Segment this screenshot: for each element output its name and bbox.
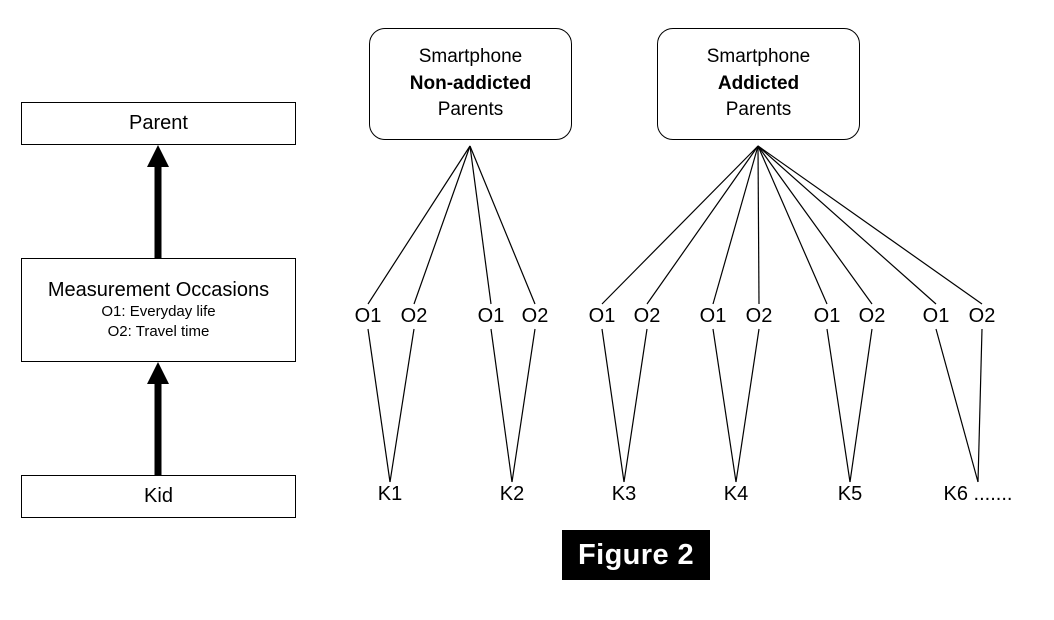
kid-label-k5: K5: [837, 483, 863, 505]
occasion-label-o1-k3: O1: [588, 305, 616, 327]
group-to-occasion-edges: [367, 145, 983, 305]
measurement-occasions-subline: O1: Everyday life: [101, 303, 216, 321]
occasion-label-o2-k2: O2: [521, 305, 549, 327]
edge-o2-to-k4: [735, 328, 760, 483]
edge-smartphone-addicted-parents-to-o1: [601, 145, 759, 305]
edge-o1-to-k1: [367, 328, 391, 483]
kid-label-k1: K1: [377, 483, 403, 505]
occasion-label-o2-k4: O2: [745, 305, 773, 327]
smartphone-non-addicted-parents-line: Non-addicted: [409, 72, 532, 94]
kid-label-k6: K6 .......: [943, 483, 1013, 505]
occasion-label-o2-k5: O2: [858, 305, 886, 327]
measurement-occasions-subline: O2: Travel time: [107, 323, 210, 341]
occasion-label-o1-k5: O1: [813, 305, 841, 327]
smartphone-addicted-parents-line: Smartphone: [706, 45, 811, 67]
kid-title: Kid: [144, 485, 173, 508]
occasion-label-o1-k1: O1: [354, 305, 382, 327]
edge-o1-to-k3: [601, 328, 625, 483]
edge-o1-to-k6: [935, 328, 979, 483]
box-parent: Parent: [21, 102, 296, 145]
edge-smartphone-non-addicted-parents-to-o2: [413, 145, 471, 305]
edge-smartphone-addicted-parents-to-o1: [757, 145, 937, 305]
edge-smartphone-non-addicted-parents-to-o1: [367, 145, 471, 305]
figure-caption-chip: Figure 2: [562, 530, 710, 580]
edge-smartphone-addicted-parents-to-o2: [646, 145, 759, 305]
arrow-kid-to-measurement: [147, 362, 169, 475]
smartphone-non-addicted-parents-line: Smartphone: [418, 45, 523, 67]
edge-smartphone-addicted-parents-to-o2: [757, 145, 873, 305]
smartphone-addicted-parents-line: Parents: [725, 99, 792, 121]
edge-o1-to-k5: [826, 328, 851, 483]
kid-label-k2: K2: [499, 483, 525, 505]
measurement-occasions-title: Measurement Occasions: [47, 279, 270, 301]
edge-o2-to-k5: [849, 328, 873, 483]
occasion-label-o2-k6: O2: [968, 305, 996, 327]
parent-title: Parent: [129, 112, 188, 135]
edge-smartphone-addicted-parents-to-o1: [757, 145, 828, 305]
edge-o2-to-k3: [623, 328, 648, 483]
edge-smartphone-non-addicted-parents-to-o1: [469, 145, 492, 305]
edge-o1-to-k2: [490, 328, 513, 483]
edge-o2-to-k6: [977, 328, 983, 483]
edge-smartphone-non-addicted-parents-to-o2: [469, 145, 536, 305]
occasion-label-o1-k4: O1: [699, 305, 727, 327]
occasion-label-o2-k3: O2: [633, 305, 661, 327]
box-kid: Kid: [21, 475, 296, 518]
edge-smartphone-addicted-parents-to-o1: [712, 145, 759, 305]
kid-label-k4: K4: [723, 483, 749, 505]
occasion-label-o1-k2: O1: [477, 305, 505, 327]
occasion-to-kid-edges: [367, 328, 983, 483]
arrow-measurement-to-parent: [147, 145, 169, 258]
edge-smartphone-addicted-parents-to-o2: [757, 145, 983, 305]
occasion-label-o2-k1: O2: [400, 305, 428, 327]
edge-o2-to-k2: [511, 328, 536, 483]
occasion-label-o1-k6: O1: [922, 305, 950, 327]
kid-label-k3: K3: [611, 483, 637, 505]
edge-smartphone-addicted-parents-to-o2: [757, 145, 760, 305]
edge-o2-to-k1: [389, 328, 415, 483]
smartphone-addicted-parents-line: Addicted: [717, 72, 800, 94]
smartphone-non-addicted-parents-line: Parents: [437, 99, 504, 121]
edge-o1-to-k4: [712, 328, 737, 483]
